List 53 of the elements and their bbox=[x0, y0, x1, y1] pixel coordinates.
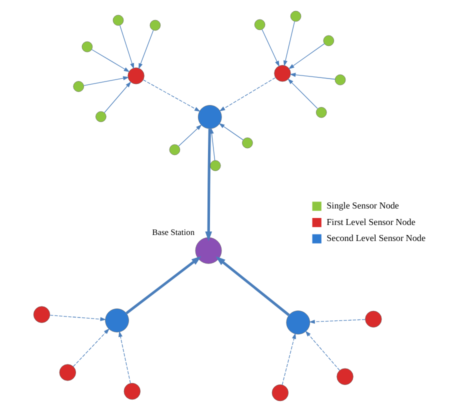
arrow bbox=[308, 319, 365, 324]
node-circle bbox=[112, 14, 124, 26]
arrow bbox=[142, 80, 200, 112]
node-circle bbox=[271, 384, 288, 402]
node-circle bbox=[316, 107, 326, 118]
arrow bbox=[287, 78, 318, 109]
arrow bbox=[209, 128, 215, 161]
node-circle bbox=[81, 41, 92, 52]
node-circle bbox=[322, 35, 334, 46]
arrow bbox=[125, 256, 201, 314]
node-circle bbox=[274, 65, 290, 82]
node-circle bbox=[149, 20, 160, 31]
node-circle bbox=[254, 19, 265, 30]
arrow bbox=[204, 128, 212, 242]
node-circle bbox=[72, 81, 84, 92]
node-circle bbox=[336, 368, 353, 385]
arrow bbox=[118, 331, 130, 384]
node-circle bbox=[242, 138, 252, 148]
node-circle bbox=[168, 144, 180, 156]
node-circle bbox=[210, 160, 220, 171]
node-circle bbox=[198, 105, 222, 129]
arrow bbox=[49, 314, 106, 322]
node-circle bbox=[32, 306, 50, 323]
arrow bbox=[83, 76, 128, 86]
arrow bbox=[281, 332, 296, 386]
arrow bbox=[178, 124, 202, 146]
arrow bbox=[282, 21, 294, 66]
arrow bbox=[215, 256, 290, 316]
node-circle bbox=[286, 310, 310, 334]
legend-label: Single Sensor Node bbox=[326, 200, 398, 211]
node-circle bbox=[290, 10, 301, 22]
legend-label: First Level Sensor Node bbox=[326, 216, 415, 227]
node-label: Base Station bbox=[152, 227, 194, 238]
node-circle bbox=[334, 74, 346, 86]
node-circle bbox=[364, 310, 382, 328]
node-circle bbox=[123, 383, 140, 400]
legend-label: Second Level Sensor Node bbox=[326, 233, 426, 244]
node-circle bbox=[95, 111, 106, 122]
arrow bbox=[261, 29, 279, 67]
arrow bbox=[218, 77, 276, 112]
node-circle bbox=[194, 237, 222, 264]
node-circle bbox=[104, 308, 128, 332]
node-circle bbox=[58, 364, 76, 381]
node-circle bbox=[127, 68, 144, 84]
arrow bbox=[138, 30, 154, 70]
arrow bbox=[104, 82, 131, 113]
arrow bbox=[289, 72, 335, 80]
arrow bbox=[90, 49, 130, 72]
arrow bbox=[119, 25, 134, 70]
arrow bbox=[218, 123, 243, 140]
arrow bbox=[304, 330, 340, 371]
arrow bbox=[72, 328, 109, 367]
arrow bbox=[288, 43, 324, 70]
